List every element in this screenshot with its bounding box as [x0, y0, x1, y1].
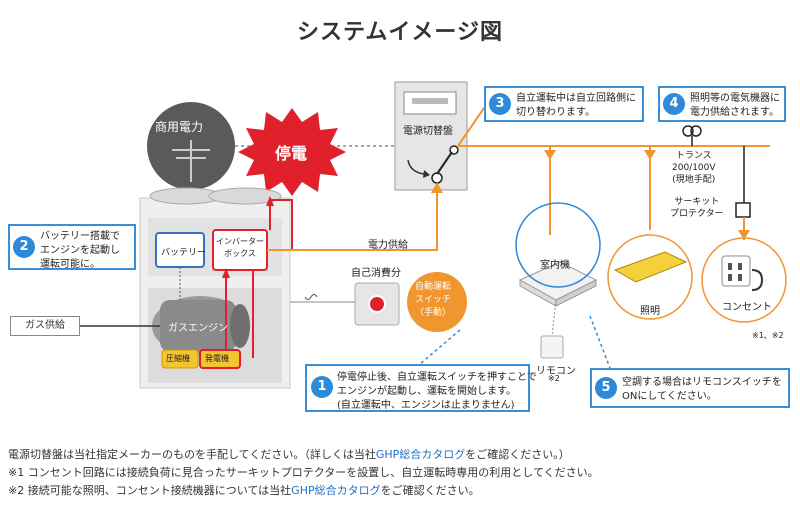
callout-2-number: 2	[13, 236, 35, 258]
self-consumption-label: 自己消費分	[351, 268, 401, 279]
switchboard-label: 電源切替盤	[403, 126, 453, 137]
callout-1: 停電停止後、自立運転スイッチを押すことで エンジンが起動し、運転を開始します。 …	[305, 364, 537, 412]
footer-note-1-text-a: 電源切替盤は当社指定メーカーのものを手配してください。（詳しくは当社	[8, 448, 376, 461]
indoor-unit-label: 室内機	[540, 260, 570, 271]
footer-note-2: ※1 コンセント回路には接続負荷に見合ったサーキットプロテクターを設置し、自立運…	[8, 466, 599, 479]
page-title: システムイメージ図	[297, 20, 503, 45]
gas-engine-label: ガスエンジン	[168, 323, 228, 334]
callout-5-number: 5	[595, 377, 617, 399]
transformer-label: トランス 200/100V (現地手配)	[672, 151, 716, 185]
callout-2: バッテリー搭載で エンジンを起動し 運転可能に。	[8, 224, 136, 270]
outlet-circle	[701, 237, 787, 323]
lighting-label: 照明	[640, 306, 660, 317]
auto-switch-label[interactable]: 自動運転 スイッチ （手動）	[415, 282, 452, 318]
commercial-power-label: 商用電力	[155, 120, 204, 134]
outage-label: 停電	[275, 144, 308, 163]
callout-3-number: 3	[489, 93, 511, 115]
callout-4-number: 4	[663, 93, 685, 115]
lighting-circle	[607, 234, 693, 320]
power-supply-label: 電力供給	[368, 240, 408, 251]
outlet-label: コンセント	[722, 302, 772, 313]
remote-label: リモコン	[536, 366, 576, 377]
footer-note-1-text-b: をご確認ください。）	[465, 448, 570, 461]
outage-burst-icon	[238, 108, 346, 196]
catalog-link-1[interactable]: GHP総合カタログ	[375, 448, 466, 461]
generator-label: 発電機	[205, 354, 229, 363]
footer-note-1: 電源切替盤は当社指定メーカーのものを手配してください。（詳しくは当社GHP総合カ…	[8, 446, 570, 462]
battery-label: バッテリー	[161, 248, 207, 258]
remote-note: ※2	[548, 374, 560, 383]
outlet-note: ※1、※2	[752, 331, 784, 340]
footer-note-3-text-b: をご確認ください。	[380, 484, 480, 497]
callout-5: 空調する場合はリモコンスイッチを ONにしてください。	[590, 368, 790, 408]
footer-note-3: ※2 接続可能な照明、コンセント接続機器については当社GHP総合カタログをご確認…	[8, 482, 480, 498]
breaker-label: サーキット プロテクター	[670, 197, 724, 219]
compressor-label: 圧縮機	[166, 354, 190, 363]
gas-supply-label: ガス供給	[10, 316, 80, 336]
auto-switch-bubble	[407, 272, 467, 332]
callout-1-number: 1	[311, 376, 333, 398]
inverter-label: インバーター ボックス	[216, 237, 264, 258]
breaker-box	[735, 202, 751, 218]
system-diagram	[80, 81, 787, 389]
catalog-link-2[interactable]: GHP総合カタログ	[291, 484, 381, 497]
footer-note-3-text-a: ※2 接続可能な照明、コンセント接続機器については当社	[8, 484, 292, 497]
